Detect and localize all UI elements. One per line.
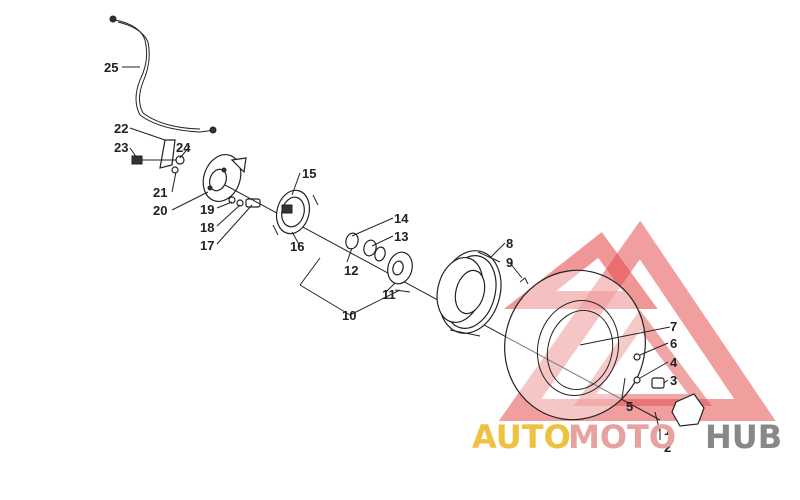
watermark-triangle-left	[503, 232, 658, 309]
hub-bearings	[345, 232, 386, 262]
callout-6: 6	[670, 336, 677, 351]
brake-shoes	[272, 189, 319, 236]
callout-22: 22	[114, 121, 128, 136]
callout-11: 11	[382, 287, 396, 302]
callout-19: 19	[200, 202, 214, 217]
wheel-nut-parts	[633, 353, 705, 427]
callout-25: 25	[104, 60, 118, 75]
tire	[504, 269, 646, 421]
callout-21: 21	[153, 185, 167, 200]
leader-lines	[122, 66, 671, 440]
watermark-moto: MOTO	[568, 418, 676, 456]
callout-16: 16	[290, 239, 304, 254]
watermark-hub: HUB	[705, 418, 782, 456]
callout-14: 14	[394, 211, 409, 226]
callout-4: 4	[670, 355, 678, 370]
callout-12: 12	[344, 263, 358, 278]
callout-3: 3	[670, 373, 677, 388]
callout-8: 8	[506, 236, 513, 251]
wheel-rim	[436, 250, 502, 337]
callout-17: 17	[200, 238, 214, 253]
callout-20: 20	[153, 203, 167, 218]
callout-7: 7	[670, 319, 677, 334]
callout-5: 5	[626, 399, 633, 414]
callout-18: 18	[200, 220, 214, 235]
wheel-hub	[387, 251, 413, 293]
brake-lever-assembly	[131, 139, 185, 174]
watermark-text: AUTO MOTO HUB	[472, 418, 782, 456]
callout-13: 13	[394, 229, 408, 244]
callout-10: 10	[342, 308, 356, 323]
brake-cable	[109, 15, 217, 134]
watermark-triangle-main	[498, 220, 776, 421]
tire-valve	[519, 277, 529, 285]
cam-shaft-parts	[228, 196, 261, 208]
callout-1: 1	[664, 423, 671, 438]
callout-15: 15	[302, 166, 316, 181]
callout-24: 24	[176, 140, 191, 155]
callout-9: 9	[506, 255, 513, 270]
watermark-logo	[498, 220, 776, 421]
callout-2: 2	[664, 440, 671, 455]
callout-23: 23	[114, 140, 128, 155]
watermark-triangle-inner	[573, 309, 712, 406]
watermark-auto: AUTO	[472, 418, 571, 456]
brake-backing-plate	[202, 154, 247, 202]
